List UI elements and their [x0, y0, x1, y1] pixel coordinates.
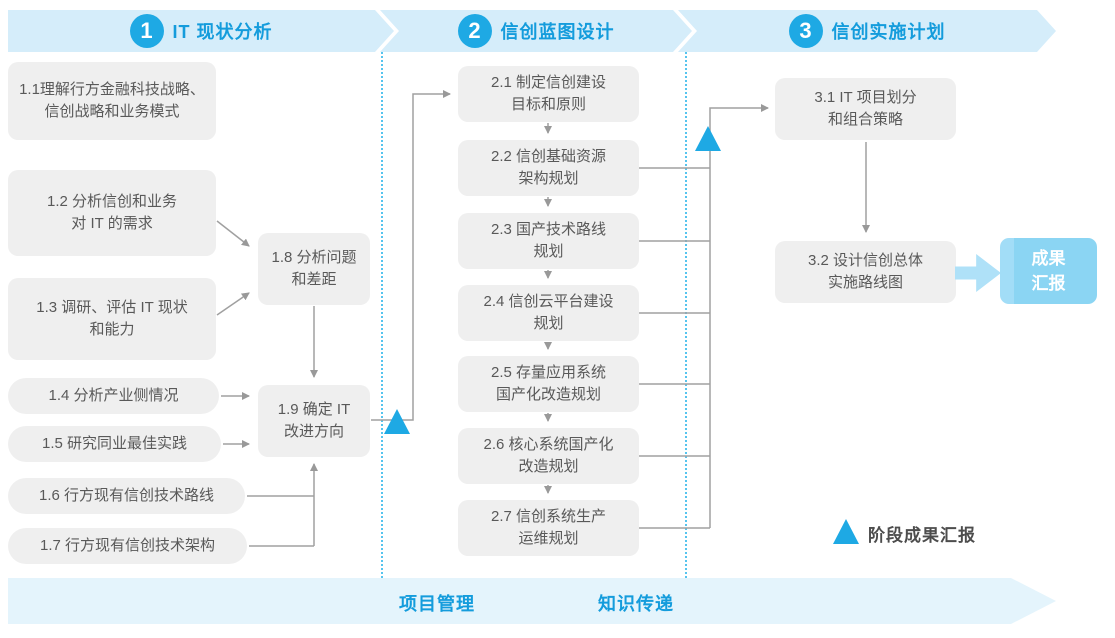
result-report-box: 成果 汇报	[1000, 238, 1097, 304]
connector-1-3-to-1-8	[216, 292, 250, 316]
phase-3-number-badge: 3	[789, 14, 823, 48]
phase-separator-line-1	[381, 52, 383, 578]
box-1-4: 1.4 分析产业侧情况	[8, 378, 219, 414]
legend-label: 阶段成果汇报	[868, 526, 976, 545]
box-1-6: 1.6 行方现有信创技术路线	[8, 478, 245, 514]
milestone-triangle-phase2-icon	[695, 126, 721, 151]
connector-1-2-to-1-8	[216, 220, 250, 247]
box-3-2: 3.2 设计信创总体 实施路线图	[775, 241, 956, 303]
box-3-1: 3.1 IT 项目划分 和组合策略	[775, 78, 956, 140]
phase-band-3: 3 信创实施计划	[678, 10, 1056, 52]
phase-2-number-badge: 2	[458, 14, 492, 48]
phase-3-title: 信创实施计划	[831, 22, 946, 42]
box-2-7: 2.7 信创系统生产 运维规划	[458, 500, 639, 556]
box-1-5: 1.5 研究同业最佳实践	[8, 426, 221, 462]
phase-1-number-badge: 1	[130, 14, 164, 48]
legend-triangle-icon	[833, 519, 859, 544]
box-1-7: 1.7 行方现有信创技术架构	[8, 528, 247, 564]
milestone-triangle-phase1-icon	[384, 409, 410, 434]
phase-band-2: 2 信创蓝图设计	[380, 10, 692, 52]
box-2-4: 2.4 信创云平台建设 规划	[458, 285, 639, 341]
connector-collector-to-3-1	[709, 104, 769, 528]
phase-2-title: 信创蓝图设计	[500, 22, 615, 42]
phase-band-1: 1 IT 现状分析	[8, 10, 394, 52]
connector-1-9-to-2-1	[371, 90, 451, 421]
box-1-9: 1.9 确定 IT 改进方向	[258, 385, 370, 457]
phase-separator-line-2	[685, 52, 687, 578]
bottom-label-knowledge-transfer: 知识传递	[598, 594, 674, 614]
box-1-1: 1.1理解行方金融科技战略、 信创战略和业务模式	[8, 62, 216, 140]
bottom-label-project-management: 项目管理	[399, 594, 475, 614]
bottom-band	[8, 578, 1056, 624]
box-2-3: 2.3 国产技术路线 规划	[458, 213, 639, 269]
box-1-2: 1.2 分析信创和业务 对 IT 的需求	[8, 170, 216, 256]
box-1-3: 1.3 调研、评估 IT 现状 和能力	[8, 278, 216, 360]
box-2-6: 2.6 核心系统国产化 改造规划	[458, 428, 639, 484]
box-2-5: 2.5 存量应用系统 国产化改造规划	[458, 356, 639, 412]
box-1-8: 1.8 分析问题 和差距	[258, 233, 370, 305]
box-2-2: 2.2 信创基础资源 架构规划	[458, 140, 639, 196]
box-2-1: 2.1 制定信创建设 目标和原则	[458, 66, 639, 122]
phase-1-title: IT 现状分析	[172, 22, 273, 42]
